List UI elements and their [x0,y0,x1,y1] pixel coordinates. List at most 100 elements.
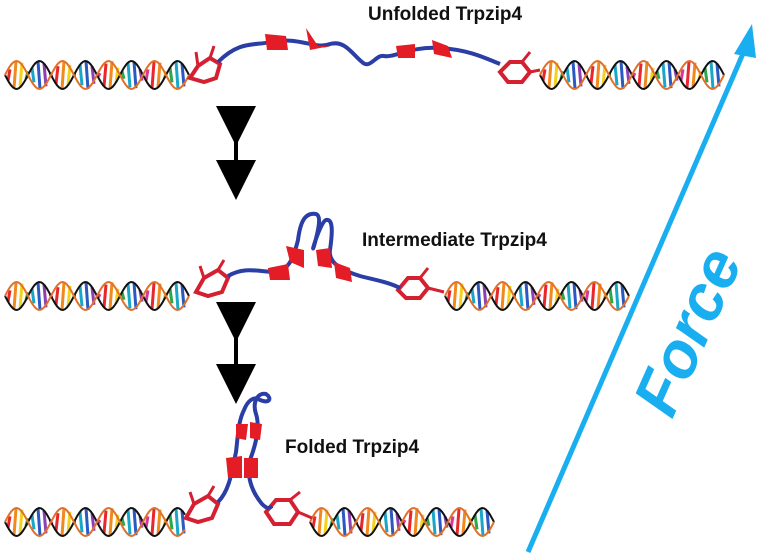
base-pair [431,509,437,535]
base-pair [174,508,180,536]
base-pair [108,282,114,310]
base-pair [613,64,619,86]
base-pair [389,507,395,537]
base-pair [455,508,461,536]
base-pair [637,63,643,87]
dna-strand-b [309,506,495,538]
base-pair [102,63,108,87]
base-pair [30,67,36,83]
base-pair [108,61,114,89]
beta-strand-unfolded-4 [432,40,452,58]
dna-handle-folded-left [4,506,186,538]
base-pair [542,284,548,308]
beta-strand-folded-3 [236,424,248,440]
base-pair [78,511,84,533]
base-pair [614,282,620,310]
base-pair [36,61,42,89]
base-pair [500,281,506,311]
base-pair [518,285,524,307]
base-pair [571,61,577,89]
base-pair [6,290,12,302]
base-pair [596,283,602,309]
beta-strand-folded-2 [244,458,258,478]
linker-unfolded-right [497,51,541,84]
base-pair [54,286,60,306]
base-pair [156,509,162,535]
base-pair [132,508,138,536]
base-pair [595,60,601,90]
base-pair [709,61,715,89]
base-pair [54,65,60,85]
base-pair [144,69,150,81]
base-pair [703,67,709,83]
dna-strand-b [4,280,190,312]
base-pair [36,508,42,536]
base-pair [479,508,485,536]
base-pair [108,508,114,536]
peptide-chain-unfolded [216,38,501,67]
base-pair [461,509,467,535]
base-pair [584,290,590,302]
label-intermediate: Intermediate Trpzip4 [362,230,547,251]
base-pair [359,512,365,532]
base-pair [174,282,180,310]
base-pair [524,281,530,311]
base-pair [548,282,554,310]
beta-strand-unfolded-2 [306,28,330,50]
linker-folded-left [183,485,221,525]
base-pair [12,282,18,310]
base-pair [78,64,84,86]
dna-handle-intermediate-right [444,280,630,312]
base-pair [18,283,24,309]
base-pair [30,288,36,304]
base-pair [150,61,156,89]
base-pair [383,511,389,533]
base-pair [84,60,90,90]
dna-handle-unfolded-left [4,59,190,91]
dna-strand-b [4,506,186,538]
beta-strand-folded-4 [250,422,262,440]
base-pair [452,282,458,310]
base-pair [60,60,66,90]
base-pair [84,507,90,537]
beta-strand-intermediate-4 [334,262,352,282]
base-pair [126,509,132,535]
linker-unfolded-left [186,45,223,85]
base-pair [437,508,443,536]
beta-strand-unfolded-1 [265,34,288,50]
force-arrow [525,24,756,553]
base-pair [36,282,42,310]
base-pair [174,61,180,89]
base-pair [168,514,174,530]
base-pair [150,508,156,536]
dna-strand-a [4,506,186,538]
base-pair [323,509,329,535]
base-pair [132,282,138,310]
unfolded-state: Unfolded Trpzip4 [4,4,725,91]
base-pair [407,510,413,534]
linker-folded-right [263,490,313,526]
base-pair [60,507,66,537]
base-pair [470,288,476,304]
base-pair [126,283,132,309]
base-pair [667,61,673,89]
peptide-chain-folded [216,391,274,510]
force-label: Force [619,237,756,425]
base-pair [458,283,464,309]
base-pair [473,514,479,530]
base-pair [126,62,132,88]
base-pair [691,62,697,88]
base-pair [565,67,571,83]
base-pair [311,516,317,528]
base-pair [494,286,500,306]
base-pair [168,288,174,304]
base-pair [144,516,150,528]
base-pair [84,281,90,311]
base-pair [335,514,341,530]
beta-strand-unfolded-3 [396,44,415,58]
base-pair [566,283,572,309]
base-pair [156,283,162,309]
base-pair [476,282,482,310]
beta-strand-folded-1 [226,456,242,478]
